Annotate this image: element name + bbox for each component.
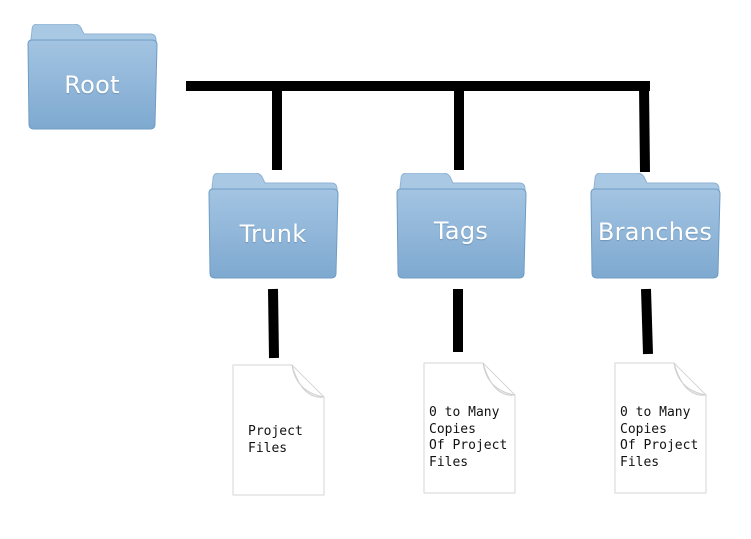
branches-document-connector xyxy=(641,288,653,355)
folder-icon xyxy=(396,173,527,279)
document-icon xyxy=(614,362,707,494)
tags-folder[interactable]: Tags xyxy=(395,173,527,279)
branches-connector-vertical xyxy=(639,85,650,173)
tags-document[interactable]: 0 to Many Copies Of Project Files xyxy=(423,362,517,494)
tags-document-text: 0 to Many Copies Of Project Files xyxy=(429,405,508,470)
document-icon xyxy=(423,362,516,494)
root-folder[interactable]: Root xyxy=(26,24,158,130)
trunk-folder-label: Trunk xyxy=(239,220,307,248)
trunk-document[interactable]: Project Files xyxy=(232,364,326,496)
root-folder-label: Root xyxy=(64,71,120,99)
tags-folder-label: Tags xyxy=(433,217,489,245)
trunk-document-text: Project Files xyxy=(248,424,303,456)
branches-document-text: 0 to Many Copies Of Project Files xyxy=(620,405,699,470)
folder-icon xyxy=(27,24,158,130)
trunk-document-connector xyxy=(268,288,279,359)
branches-document[interactable]: 0 to Many Copies Of Project Files xyxy=(614,362,708,494)
branches-folder[interactable]: Branches xyxy=(589,173,721,279)
trunk-folder[interactable]: Trunk xyxy=(207,173,339,279)
folder-icon xyxy=(208,173,339,279)
folder-icon xyxy=(590,173,721,279)
branches-folder-label: Branches xyxy=(597,218,713,246)
document-icon xyxy=(232,364,325,496)
